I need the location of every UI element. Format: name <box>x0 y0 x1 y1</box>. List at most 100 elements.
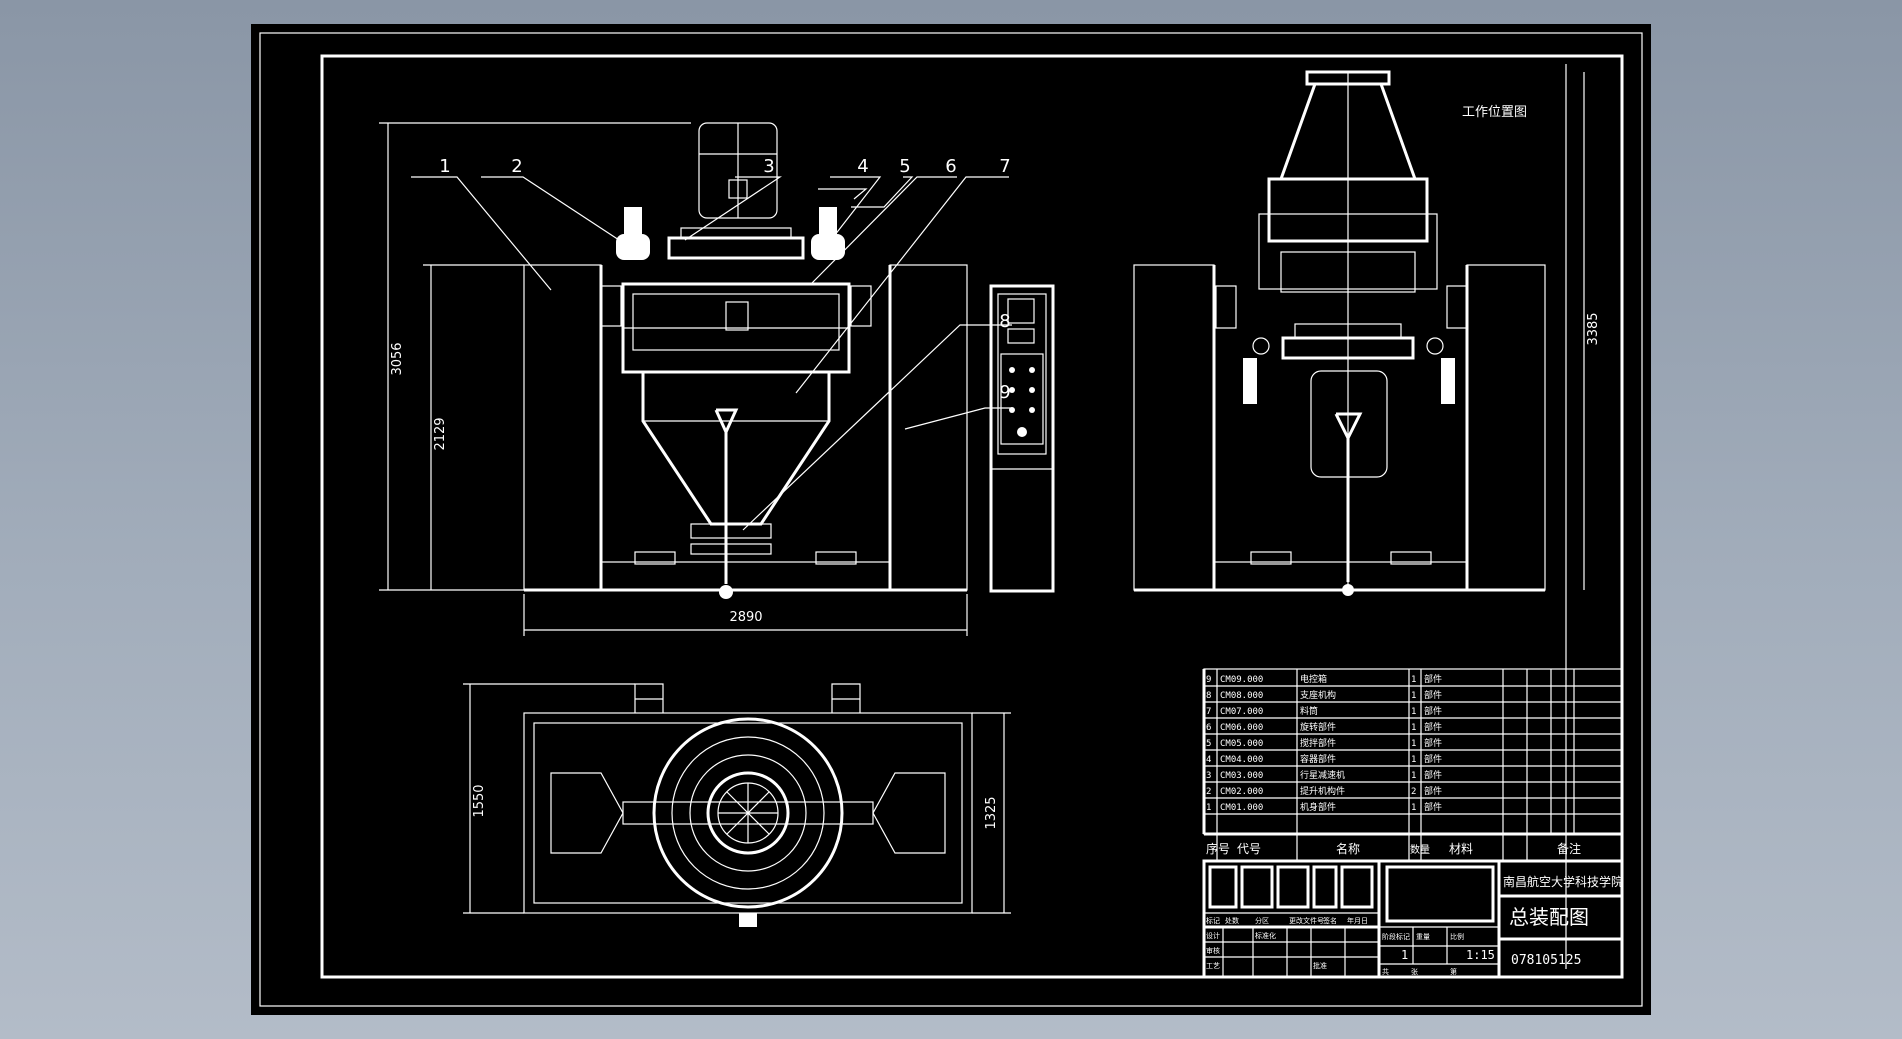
bom-rows: 9 CM09.000 电控箱 1 部件 8 CM08.000 支座机构 1 部件… <box>1206 673 1442 813</box>
svg-text:更改文件号: 更改文件号 <box>1289 916 1324 925</box>
svg-text:电控箱: 电控箱 <box>1300 673 1327 685</box>
balloon-2: 2 <box>511 156 522 177</box>
svg-text:比例: 比例 <box>1450 932 1464 941</box>
title-block-grid <box>1202 859 1624 979</box>
svg-text:搅拌部件: 搅拌部件 <box>1300 737 1336 749</box>
bom-row: 6 CM06.000 旋转部件 1 部件 <box>1206 721 1442 733</box>
svg-text:8: 8 <box>1206 691 1211 701</box>
svg-text:标记: 标记 <box>1206 916 1220 925</box>
balloon-3: 3 <box>763 156 774 177</box>
drawing-sheet[interactable]: 1 2 3 4 5 6 7 8 9 工作位置图 3056 2129 2890 3… <box>251 24 1651 1015</box>
outer-border <box>259 32 1643 1007</box>
svg-text:1: 1 <box>1411 691 1416 701</box>
dim-plan-depth: 1550 <box>472 784 487 817</box>
balloon-5: 5 <box>899 156 910 177</box>
bom-header-remark: 备注 <box>1557 841 1581 856</box>
svg-text:6: 6 <box>1206 723 1211 733</box>
svg-text:部件: 部件 <box>1424 705 1442 717</box>
dimension-texts: 3056 2129 2890 3385 1550 1325 <box>390 312 1601 829</box>
svg-text:1: 1 <box>1411 803 1416 813</box>
balloon-9: 9 <box>999 382 1010 403</box>
svg-text:提升机构件: 提升机构件 <box>1300 785 1345 797</box>
balloon-6: 6 <box>945 156 956 177</box>
svg-text:CM01.000: CM01.000 <box>1220 803 1263 813</box>
svg-text:CM06.000: CM06.000 <box>1220 723 1263 733</box>
svg-text:部件: 部件 <box>1424 689 1442 701</box>
sheet-count: 1 <box>1401 948 1408 962</box>
bom-header-no: 序号 <box>1206 841 1230 856</box>
svg-text:行星减速机: 行星减速机 <box>1300 769 1345 781</box>
svg-text:容器部件: 容器部件 <box>1300 753 1336 765</box>
bom-row: 4 CM04.000 容器部件 1 部件 <box>1206 753 1442 765</box>
svg-text:部件: 部件 <box>1424 737 1442 749</box>
svg-text:CM08.000: CM08.000 <box>1220 691 1263 701</box>
svg-text:1: 1 <box>1411 723 1416 733</box>
bom-row: 7 CM07.000 料筒 1 部件 <box>1206 705 1442 717</box>
plan-view <box>523 683 973 927</box>
bom-header: 序号 代号 名称 数量 材料 备注 <box>1206 841 1581 856</box>
svg-text:2: 2 <box>1206 787 1211 797</box>
bom-row: 3 CM03.000 行星减速机 1 部件 <box>1206 769 1442 781</box>
svg-text:审核: 审核 <box>1206 946 1220 955</box>
bom-row: 2 CM02.000 提升机构件 2 部件 <box>1206 785 1442 797</box>
svg-text:3: 3 <box>1206 771 1211 781</box>
dim-base-width: 2890 <box>729 610 762 625</box>
side-view <box>1133 70 1546 596</box>
dim-frame-height: 2129 <box>433 417 448 450</box>
svg-text:重量: 重量 <box>1416 933 1430 941</box>
svg-text:料筒: 料筒 <box>1300 705 1318 717</box>
svg-text:部件: 部件 <box>1424 785 1442 797</box>
svg-text:部件: 部件 <box>1424 753 1442 765</box>
bom-header-qty: 数量 <box>1410 843 1430 856</box>
balloon-8: 8 <box>999 311 1010 332</box>
svg-text:部件: 部件 <box>1424 673 1442 685</box>
bom-row: 8 CM08.000 支座机构 1 部件 <box>1206 689 1442 701</box>
svg-text:旋转部件: 旋转部件 <box>1300 721 1336 733</box>
bom-header-code: 代号 <box>1237 842 1261 856</box>
svg-text:年月日: 年月日 <box>1347 916 1368 925</box>
svg-text:1: 1 <box>1411 739 1416 749</box>
bom-row: 1 CM01.000 机身部件 1 部件 <box>1206 801 1442 813</box>
svg-text:部件: 部件 <box>1424 721 1442 733</box>
svg-text:CM03.000: CM03.000 <box>1220 771 1263 781</box>
svg-text:CM07.000: CM07.000 <box>1220 707 1263 717</box>
svg-text:标准化: 标准化 <box>1255 931 1276 940</box>
dim-overall-height: 3056 <box>390 342 405 375</box>
svg-text:支座机构: 支座机构 <box>1300 689 1336 701</box>
balloon-1: 1 <box>439 156 450 177</box>
dim-plan-inner: 1325 <box>984 796 999 829</box>
dim-side-height: 3385 <box>1586 312 1601 345</box>
svg-text:机身部件: 机身部件 <box>1300 801 1336 813</box>
svg-text:CM05.000: CM05.000 <box>1220 739 1263 749</box>
bom-header-material: 材料 <box>1449 842 1473 856</box>
bom-header-name: 名称 <box>1336 841 1360 856</box>
svg-text:工艺: 工艺 <box>1206 962 1220 970</box>
svg-text:5: 5 <box>1206 739 1211 749</box>
svg-text:批准: 批准 <box>1313 961 1327 970</box>
svg-text:部件: 部件 <box>1424 769 1442 781</box>
dimension-lines <box>379 72 1585 914</box>
svg-text:第: 第 <box>1450 967 1457 976</box>
drawing-title: 总装配图 <box>1509 905 1589 929</box>
svg-text:CM02.000: CM02.000 <box>1220 787 1263 797</box>
control-box <box>989 284 1055 593</box>
svg-text:部件: 部件 <box>1424 801 1442 813</box>
inner-frame <box>320 54 1624 979</box>
assembly-drawing: 1 2 3 4 5 6 7 8 9 工作位置图 3056 2129 2890 3… <box>259 32 1643 1007</box>
balloon-labels: 1 2 3 4 5 6 7 8 9 <box>439 156 1010 403</box>
svg-text:4: 4 <box>1206 755 1211 765</box>
svg-text:CM04.000: CM04.000 <box>1220 755 1263 765</box>
svg-text:处数: 处数 <box>1225 916 1239 925</box>
svg-text:分区: 分区 <box>1255 916 1269 925</box>
title-block-labels: 标记 处数 分区 更改文件号 签名 年月日 设计 标准化 审核 工艺 批准 阶段… <box>1206 916 1464 976</box>
svg-text:1: 1 <box>1411 771 1416 781</box>
svg-text:2: 2 <box>1411 787 1416 797</box>
svg-text:共: 共 <box>1382 967 1389 976</box>
bom-row: 5 CM05.000 搅拌部件 1 部件 <box>1206 737 1442 749</box>
svg-text:设计: 设计 <box>1206 931 1220 940</box>
svg-text:阶段标记: 阶段标记 <box>1382 932 1410 941</box>
svg-text:张: 张 <box>1411 967 1418 976</box>
scale-value: 1:15 <box>1466 948 1495 962</box>
svg-text:9: 9 <box>1206 675 1211 685</box>
